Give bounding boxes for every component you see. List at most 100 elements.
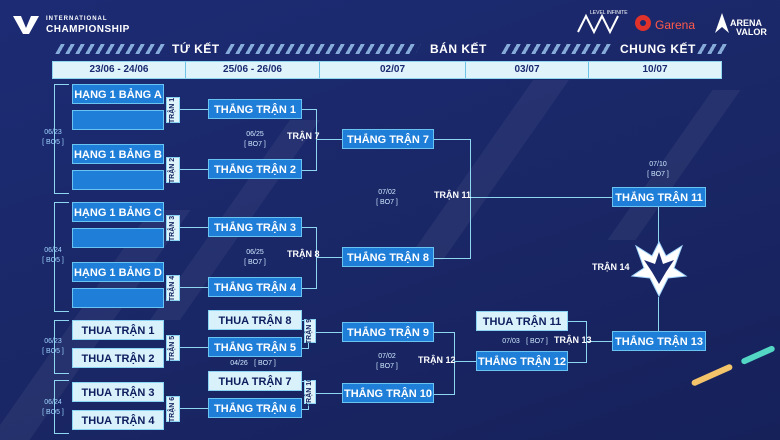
side-date: 06/23 xyxy=(44,338,62,345)
winner-slot[interactable]: THẮNG TRẬN 11 xyxy=(612,187,706,207)
match-date: 04/26 xyxy=(230,360,248,367)
winner-slot[interactable]: THẮNG TRẬN 10 xyxy=(342,383,434,403)
team-slot[interactable]: THUA TRẬN 11 xyxy=(476,311,568,331)
connector xyxy=(454,361,476,362)
stage-qf: TỨ KẾT xyxy=(172,42,220,56)
connector xyxy=(180,169,208,170)
connector xyxy=(316,257,342,258)
trophy-emblem-icon xyxy=(630,240,688,298)
arena-of-valor-logo xyxy=(714,12,730,39)
date-cell: 03/07 xyxy=(466,62,589,78)
championship-logo xyxy=(12,14,40,41)
match-format: [ BO7 ] xyxy=(526,338,548,345)
team-slot[interactable]: HẠNG 1 BẢNG D xyxy=(72,262,164,282)
connector xyxy=(658,297,659,331)
team-slot[interactable]: THUA TRẬN 2 xyxy=(72,348,164,368)
sponsor2-text: Garena xyxy=(655,18,696,32)
connector xyxy=(658,207,659,243)
sponsor3b-text: VALOR xyxy=(736,27,767,37)
trophy-emblem xyxy=(630,238,688,305)
winner-slot[interactable]: THẮNG TRẬN 7 xyxy=(342,129,434,149)
date-cell: 10/07 xyxy=(642,64,668,75)
match-format: [ BO7 ] xyxy=(376,199,398,206)
match-date: 07/02 xyxy=(378,189,396,196)
team-slot[interactable] xyxy=(72,110,164,130)
connector xyxy=(180,287,208,288)
bracket-line xyxy=(434,332,455,395)
side-format: [ BO5 ] xyxy=(42,139,64,146)
group-bracket xyxy=(54,84,69,194)
brand-title: CHAMPIONSHIP xyxy=(46,24,130,35)
chevron-decoration xyxy=(501,44,611,54)
connector xyxy=(316,332,342,333)
side-date: 06/24 xyxy=(44,399,62,406)
side-format: [ BO5 ] xyxy=(42,348,64,355)
connector xyxy=(180,227,208,228)
match-date: 07/10 xyxy=(649,161,667,168)
team-slot[interactable]: THUA TRẬN 3 xyxy=(72,382,164,402)
winner-slot[interactable]: THẮNG TRẬN 2 xyxy=(208,159,302,179)
match-date: 07/03 xyxy=(502,338,520,345)
winner-slot[interactable]: THẮNG TRẬN 8 xyxy=(342,247,434,267)
chevron-decoration xyxy=(697,44,731,54)
match-tag: TRẬN 9 xyxy=(304,318,316,344)
match-label: TRẬN 7 xyxy=(287,131,320,141)
level-infinite-logo xyxy=(576,12,620,41)
team-slot[interactable]: HẠNG 1 BẢNG A xyxy=(72,84,164,104)
match-tag: TRẬN 1 xyxy=(166,97,180,123)
match-tag: TRẬN 10 xyxy=(304,377,316,407)
match-tag: TRẬN 6 xyxy=(166,396,180,422)
team-slot[interactable]: HẠNG 1 BẢNG B xyxy=(72,144,164,164)
group-bracket xyxy=(54,320,69,374)
match-label: TRẬN 14 xyxy=(592,262,630,272)
match-label: TRẬN 12 xyxy=(418,355,456,365)
match-date: 07/02 xyxy=(378,353,396,360)
winner-slot[interactable]: THẮNG TRẬN 6 xyxy=(208,398,302,418)
match-tag: TRẬN 5 xyxy=(166,335,180,361)
side-date: 06/23 xyxy=(44,129,62,136)
winner-slot[interactable]: THUA TRẬN 7 xyxy=(208,371,302,391)
match-date: 06/25 xyxy=(246,131,264,138)
team-slot[interactable] xyxy=(72,228,164,248)
garena-logo xyxy=(634,14,652,37)
group-bracket xyxy=(54,380,69,434)
winner-slot[interactable]: THẮNG TRẬN 1 xyxy=(208,99,302,119)
bracket-line xyxy=(434,139,471,259)
connector xyxy=(470,197,612,198)
date-bar: 23/06 - 24/06 25/06 - 26/06 02/07 03/07 … xyxy=(52,61,722,79)
level-infinite-icon xyxy=(577,13,619,35)
team-slot[interactable] xyxy=(72,288,164,308)
date-cell: 25/06 - 26/06 xyxy=(186,62,320,78)
team-slot[interactable]: HẠNG 1 BẢNG C xyxy=(72,202,164,222)
winner-slot[interactable]: THẮNG TRẬN 13 xyxy=(612,331,706,351)
bracket-line xyxy=(568,321,587,363)
match-label: TRẬN 8 xyxy=(287,249,320,259)
match-format: [ BO7 ] xyxy=(376,363,398,370)
group-bracket xyxy=(54,202,69,312)
side-format: [ BO5 ] xyxy=(42,409,64,416)
connector xyxy=(316,393,342,394)
connector xyxy=(586,341,612,342)
winner-slot[interactable]: THẮNG TRẬN 3 xyxy=(208,217,302,237)
connector xyxy=(180,109,208,110)
winner-slot[interactable]: THẮNG TRẬN 5 xyxy=(208,337,302,357)
date-cell: 02/07 xyxy=(320,62,466,78)
match-label: TRẬN 13 xyxy=(554,335,592,345)
winner-slot[interactable]: THẮNG TRẬN 12 xyxy=(476,351,568,371)
match-date: 06/25 xyxy=(246,249,264,256)
winner-slot[interactable]: THẮNG TRẬN 4 xyxy=(208,277,302,297)
team-slot[interactable]: THUA TRẬN 1 xyxy=(72,320,164,340)
connector xyxy=(180,347,208,348)
team-slot[interactable]: THUA TRẬN 4 xyxy=(72,410,164,430)
team-slot[interactable] xyxy=(72,170,164,190)
winner-slot[interactable]: THẮNG TRẬN 9 xyxy=(342,322,434,342)
stage-sf: BÁN KẾT xyxy=(430,42,487,56)
stage-final: CHUNG KẾT xyxy=(620,42,696,56)
match-tag: TRẬN 4 xyxy=(166,275,180,301)
sponsor3a-text: ARENA xyxy=(730,18,763,28)
garena-icon xyxy=(635,15,651,31)
winner-slot[interactable]: THUA TRẬN 8 xyxy=(208,310,302,330)
sponsor1-text: LEVEL INFINITE xyxy=(590,10,628,16)
brand-small-text: INTERNATIONAL xyxy=(46,16,108,22)
side-format: [ BO5 ] xyxy=(42,257,64,264)
